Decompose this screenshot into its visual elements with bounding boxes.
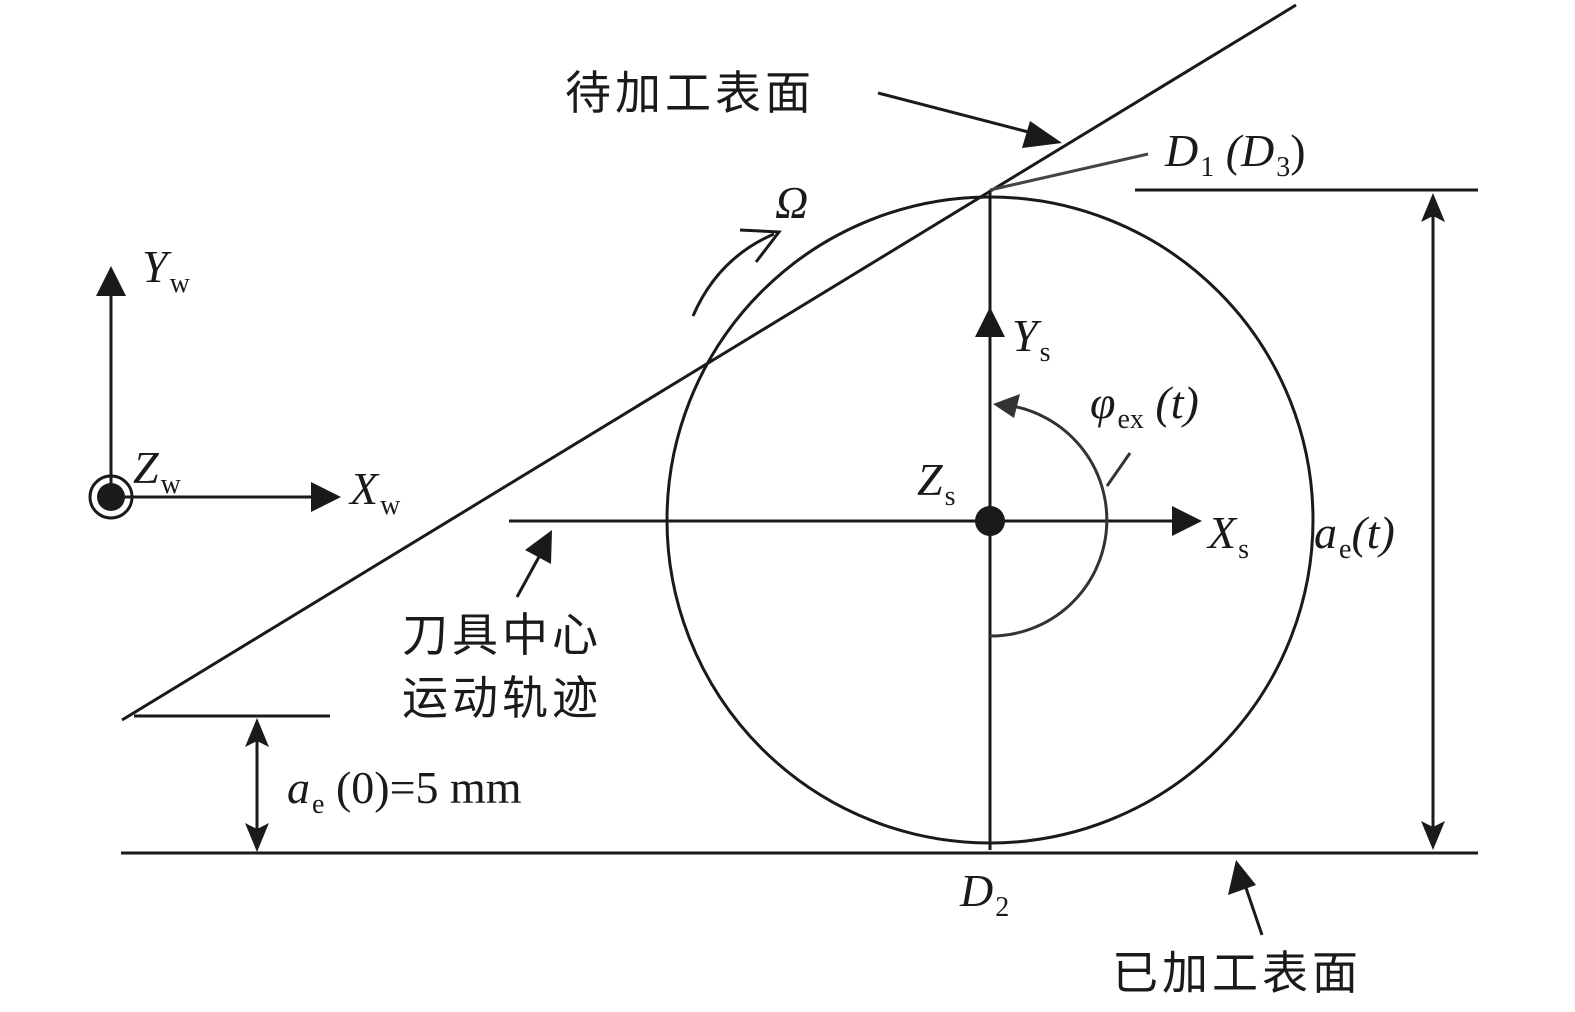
d2-label: D2: [960, 865, 1009, 922]
zw-sub: w: [160, 469, 181, 500]
zw-dot-icon: [97, 483, 125, 511]
d1-leader-line: [989, 152, 1149, 192]
engagement-angle-arc: [989, 403, 1109, 638]
zw-label: Zw: [133, 442, 181, 499]
ae0-label: ae (0)=5 mm: [287, 762, 522, 819]
d1-d3-label: D1 (D3): [1165, 125, 1306, 182]
ae-t-label: ae(t): [1314, 507, 1395, 564]
d1-sub: 1: [1200, 152, 1215, 183]
ae-t-main: a: [1314, 507, 1337, 558]
zs-main: Z: [917, 454, 943, 505]
xs-main: X: [1208, 507, 1237, 558]
ae-t-arg: (t): [1351, 507, 1395, 558]
rotation-label: Ω: [775, 177, 809, 228]
tool-path-pointer: [515, 554, 542, 598]
ys-label: Ys: [1012, 310, 1051, 367]
xw-main: X: [350, 463, 379, 514]
ae0-sub: e: [312, 789, 325, 820]
rotation-arrow-icon: [739, 228, 782, 263]
zs-label: Zs: [917, 454, 956, 511]
d2-sub: 2: [995, 892, 1010, 923]
machined-surface-label: 已加工表面: [1112, 946, 1362, 1000]
ae-t-top-arrow-icon: [1421, 193, 1445, 222]
tool-path-arrow-icon: [525, 530, 552, 564]
ae-t-bottom-arrow-icon: [1421, 821, 1445, 850]
ae0-value: (0)=5 mm: [324, 762, 522, 813]
d3-open: (D: [1214, 125, 1275, 176]
zs-sub: s: [944, 481, 956, 512]
phi-leader-line: [1105, 452, 1132, 487]
phi-sub: ex: [1117, 404, 1144, 435]
yw-main: Y: [142, 241, 168, 292]
phi-main: φ: [1090, 377, 1116, 428]
phi-arg: (t): [1143, 377, 1199, 428]
xw-sub: w: [380, 490, 401, 521]
d3-close: ): [1290, 125, 1306, 176]
ae0-top-arrow-icon: [245, 718, 269, 747]
surface-to-machine-arrow-icon: [1022, 121, 1062, 148]
zw-axis-out-of-plane-icon: [88, 474, 134, 520]
tool-path-label-line1: 刀具中心: [402, 608, 602, 662]
xw-label: Xw: [350, 463, 400, 520]
yw-label: Yw: [142, 241, 190, 298]
ae-t-sub: e: [1339, 534, 1352, 565]
xw-arrow-icon: [311, 482, 341, 512]
xs-sub: s: [1238, 534, 1250, 565]
ys-main: Y: [1012, 310, 1038, 361]
d1-main: D: [1165, 125, 1199, 176]
ys-sub: s: [1039, 337, 1051, 368]
xs-arrow-icon: [1172, 506, 1202, 536]
surface-to-machine-label: 待加工表面: [565, 66, 815, 120]
tool-center-dot-icon: [975, 506, 1005, 536]
yw-arrow-icon: [96, 266, 126, 296]
tool-path-label-line2: 运动轨迹: [402, 671, 602, 725]
d2-main: D: [960, 865, 994, 916]
ae0-main: a: [287, 762, 310, 813]
yw-sub: w: [169, 268, 190, 299]
machined-surface-pointer: [1243, 884, 1264, 936]
surface-to-machine-pointer: [877, 91, 1041, 137]
ys-arrow-icon: [975, 307, 1005, 337]
zw-main: Z: [133, 442, 159, 493]
machined-surface-arrow-icon: [1228, 860, 1256, 895]
xs-label: Xs: [1208, 507, 1249, 564]
rotation-arc: [691, 232, 775, 317]
engagement-angle-label: φex (t): [1090, 377, 1199, 434]
world-coordinate-system: [88, 266, 341, 520]
engagement-angle-arrow-icon: [993, 394, 1020, 418]
ae0-bottom-arrow-icon: [245, 823, 269, 852]
d3-sub: 3: [1276, 152, 1291, 183]
